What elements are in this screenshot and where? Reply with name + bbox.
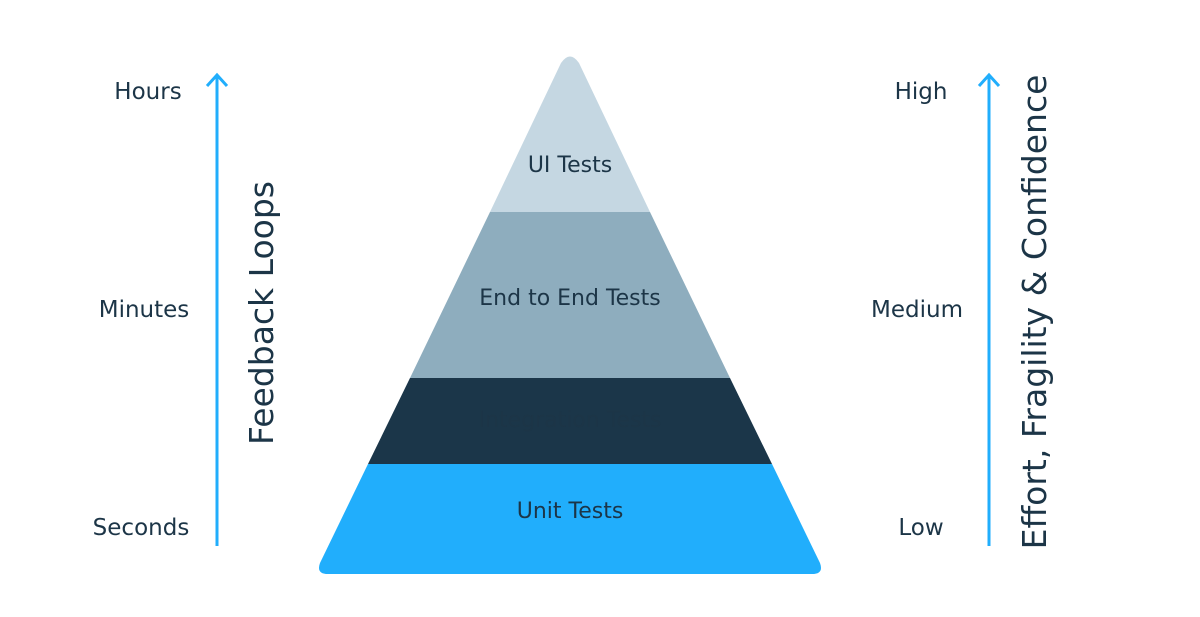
pyramid-layer-end-to-end-tests (410, 212, 730, 378)
left-tick-seconds: Seconds (93, 515, 190, 541)
left-axis-arrow-icon (205, 72, 229, 546)
pyramid-layer-integration-tests (368, 378, 772, 464)
right-tick-low: Low (898, 515, 943, 541)
layer-label-integration-tests: Integration Tests (478, 408, 661, 433)
left-tick-minutes: Minutes (99, 297, 190, 323)
right-tick-high: High (895, 79, 948, 105)
layer-label-ui-tests: UI Tests (528, 153, 612, 178)
left-axis-title: Feedback Loops (242, 181, 281, 445)
pyramid-layer-ui-tests (490, 56, 650, 212)
layer-label-end-to-end-tests: End to End Tests (479, 286, 660, 311)
right-tick-medium: Medium (871, 297, 963, 323)
right-axis-title: Effort, Fragility & Confidence (1015, 75, 1054, 550)
pyramid-layer-unit-tests (319, 464, 821, 574)
right-axis-arrow-icon (977, 72, 1001, 546)
layer-label-unit-tests: Unit Tests (517, 499, 624, 524)
left-tick-hours: Hours (114, 79, 181, 105)
